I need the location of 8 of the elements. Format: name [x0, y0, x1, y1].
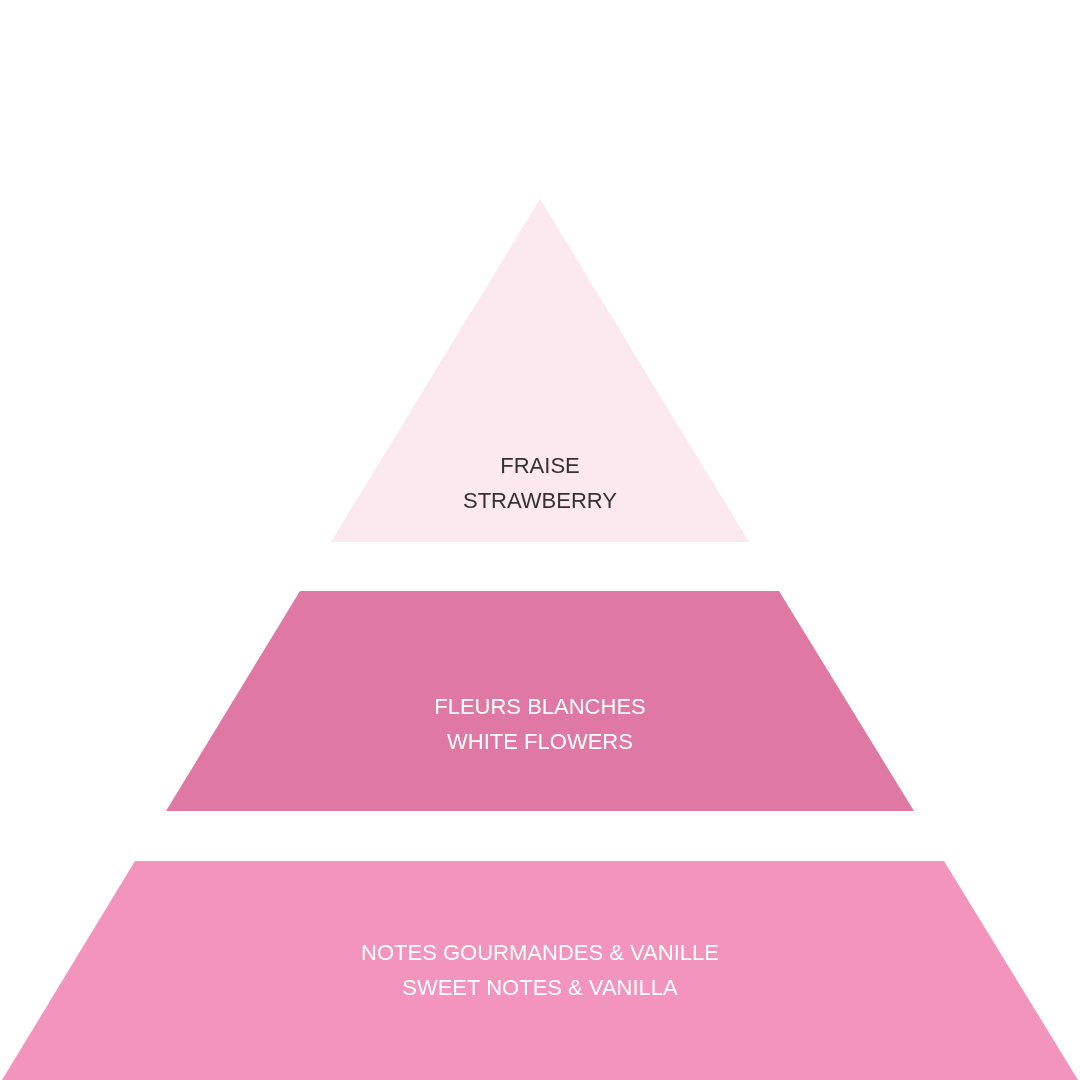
tier-label: FLEURS BLANCHES [434, 693, 646, 721]
tier-label: SWEET NOTES & VANILLA [402, 974, 678, 1002]
tier-label: FRAISE [500, 452, 580, 480]
tier-label: NOTES GOURMANDES & VANILLE [361, 939, 719, 967]
pyramid-base-tier [2, 861, 1078, 1080]
pyramid-middle-tier [166, 591, 914, 811]
tier-label: WHITE FLOWERS [447, 728, 633, 756]
tier-label: STRAWBERRY [463, 487, 617, 515]
